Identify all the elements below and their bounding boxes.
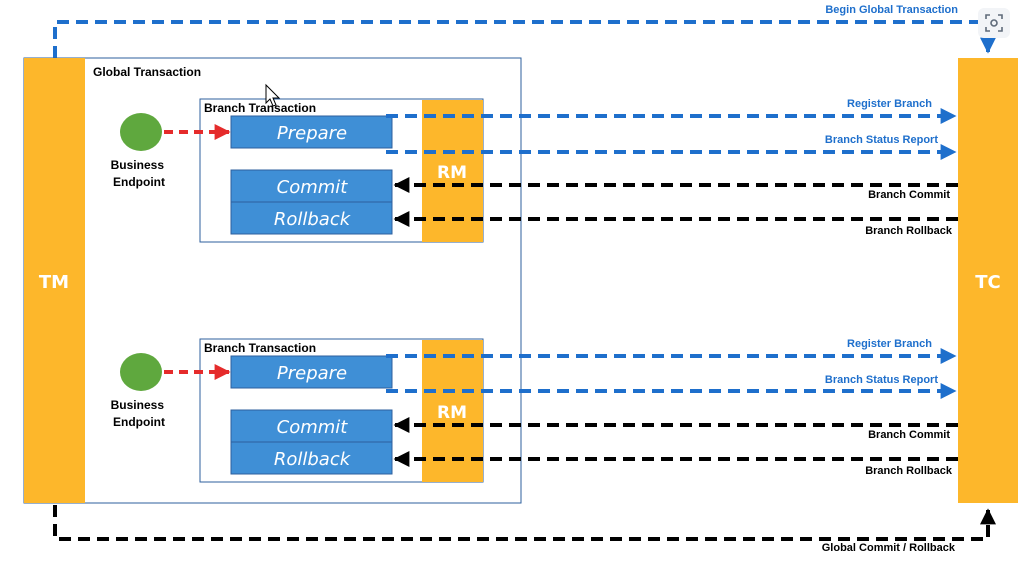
tm-label: TM <box>39 272 69 293</box>
prepare-step <box>230 355 393 389</box>
prepare-step <box>230 115 393 149</box>
branch-title: Branch Transaction <box>204 101 316 115</box>
prepare-step-label: Prepare <box>277 363 347 384</box>
branch-rollback-label: Branch Rollback <box>865 465 953 477</box>
rollback-step-label: Rollback <box>274 449 352 470</box>
branch-status-report-label: Branch Status Report <box>825 374 938 386</box>
commit-step <box>230 169 393 203</box>
business-endpoint-circle <box>120 113 162 151</box>
branch-commit-label: Branch Commit <box>868 189 950 201</box>
commit-step-label: Commit <box>277 417 349 438</box>
rm-label: RM <box>437 163 467 183</box>
tc-block <box>958 58 1018 503</box>
business-endpoint-label: Business Endpoint <box>111 398 168 429</box>
commit-step <box>230 409 393 443</box>
branch-rollback-label: Branch Rollback <box>865 225 953 237</box>
begin-global-transaction-label: Begin Global Transaction <box>825 4 958 16</box>
branch-commit-label: Branch Commit <box>868 429 950 441</box>
branch-transaction-2: Branch Transaction Business Endpoint Pre… <box>111 338 958 483</box>
rollback-step <box>230 441 393 475</box>
global-commit-rollback-label: Global Commit / Rollback <box>822 542 956 554</box>
register-branch-label: Register Branch <box>847 98 932 110</box>
rollback-step <box>230 201 393 235</box>
prepare-step-label: Prepare <box>277 123 347 144</box>
begin-global-transaction-arrow <box>53 20 996 58</box>
register-branch-label: Register Branch <box>847 338 932 350</box>
global-transaction-label: Global Transaction <box>93 65 201 79</box>
mouse-cursor-icon <box>265 83 281 107</box>
business-endpoint-label: Business Endpoint <box>111 158 168 189</box>
tm-block <box>24 58 85 503</box>
commit-step-label: Commit <box>277 177 349 198</box>
branch-status-report-label: Branch Status Report <box>825 134 938 146</box>
lens-search-icon <box>985 14 1003 32</box>
business-endpoint-circle <box>120 353 162 391</box>
lens-search-button[interactable] <box>978 8 1010 38</box>
branch-title: Branch Transaction <box>204 341 316 355</box>
branch-transaction-1: Branch Transaction Business Endpoint Pre… <box>111 98 958 243</box>
global-commit-rollback-arrow <box>53 505 996 541</box>
rm-label: RM <box>437 403 467 423</box>
rollback-step-label: Rollback <box>274 209 352 230</box>
tc-label: TC <box>975 272 1001 293</box>
